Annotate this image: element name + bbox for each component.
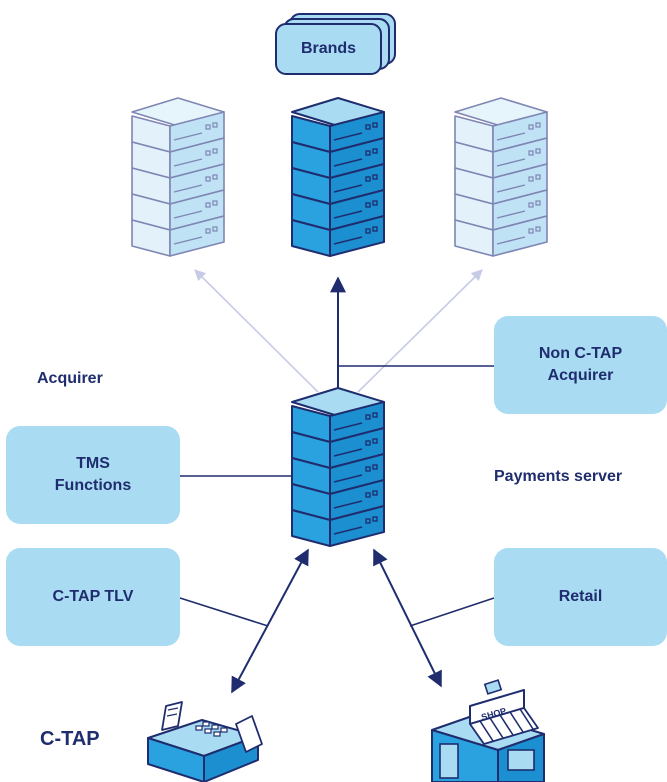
ctap-tlv-box: C-TAP TLV [6, 548, 180, 646]
payments-server-label: Payments server [494, 468, 623, 485]
connector-ctap-tlv [179, 597, 269, 627]
non-ctap-acquirer-box: Non C-TAP Acquirer [494, 316, 667, 414]
acquirer-server-right [455, 98, 547, 256]
faint-arrow-right [357, 269, 483, 393]
tms-functions-box: TMS Functions [6, 426, 180, 524]
arrow-shop [373, 548, 442, 688]
tms-line2: Functions [54, 477, 132, 494]
payment-terminal-icon [147, 701, 263, 782]
non-ctap-line2: Acquirer [547, 367, 614, 384]
arrow-ctap-terminal [231, 548, 309, 694]
non-ctap-line1: Non C-TAP [538, 345, 623, 363]
retail-box: Retail [494, 548, 667, 646]
brands-label: Brands [300, 40, 357, 57]
ctap-label: C-TAP [40, 728, 100, 750]
tms-line1: TMS [76, 455, 110, 473]
acquirer-server-left [132, 98, 224, 256]
brand-server-center [292, 98, 384, 256]
faint-arrow-left [194, 269, 319, 393]
payments-server [292, 388, 384, 546]
acquirer-label: Acquirer [37, 370, 103, 387]
connector-retail [409, 597, 495, 627]
brands-stack [275, 13, 396, 75]
shop-icon: SHOP [431, 679, 545, 782]
